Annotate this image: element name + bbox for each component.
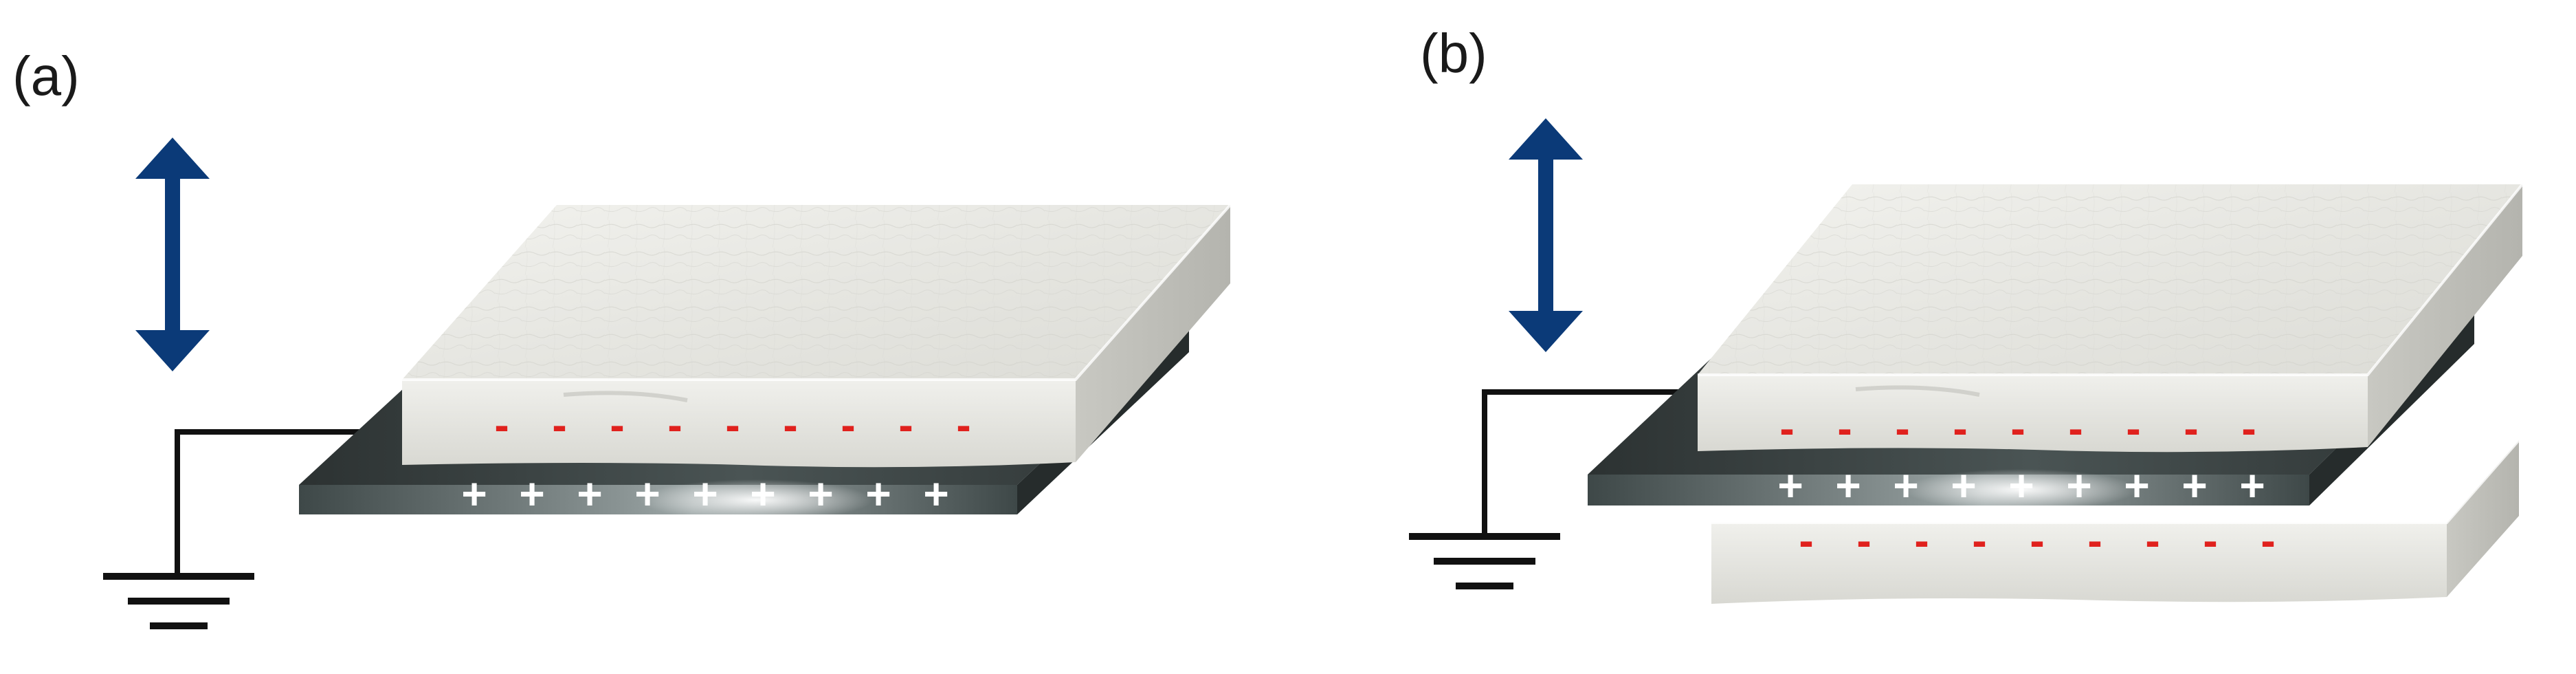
double-headed-vertical-arrow-icon	[1509, 118, 1583, 352]
negative-charge: -	[1953, 404, 1967, 453]
negative-charge: -	[2145, 516, 2159, 565]
negative-charge: -	[725, 400, 740, 450]
negative-charge: -	[2087, 516, 2102, 565]
negative-charge: -	[1895, 404, 1909, 453]
negative-charge: -	[2010, 404, 2025, 453]
negative-charge: -	[2030, 516, 2044, 565]
positive-charge: +	[461, 469, 487, 519]
negative-charge: -	[667, 400, 682, 450]
positive-charges-b: + + + + + + + + +	[1777, 461, 2265, 510]
negative-charges-a: ---------	[494, 400, 970, 450]
tribo-layer-top-a	[402, 204, 1232, 468]
negative-charge: -	[2184, 404, 2198, 453]
negative-charge: -	[841, 400, 855, 450]
negative-charge: -	[1914, 516, 1929, 565]
positive-charges-a: + + + + + + + + +	[461, 469, 948, 519]
negative-charge: -	[494, 400, 509, 450]
positive-charge: +	[1835, 461, 1861, 510]
positive-charge: +	[692, 469, 718, 519]
negative-charge: -	[783, 400, 797, 450]
ground-symbol-icon	[1409, 533, 1560, 589]
negative-charge: -	[956, 400, 970, 450]
positive-charge: +	[2008, 461, 2034, 510]
ground-wire	[1482, 389, 1684, 536]
negative-charge: -	[2126, 404, 2140, 453]
tribo-layer-top-b	[1698, 183, 2524, 453]
panel-label-b: (b)	[1420, 23, 1487, 84]
negative-charge: -	[898, 400, 913, 450]
negative-charge: -	[2203, 516, 2217, 565]
positive-charge: +	[2124, 461, 2149, 510]
negative-charges-top-b: ---------	[1779, 404, 2256, 453]
positive-charge: +	[750, 469, 775, 519]
positive-charge: +	[923, 469, 948, 519]
negative-charge: -	[1856, 516, 1871, 565]
positive-charge: +	[808, 469, 833, 519]
panel-a: (a) + + + + + + + + +	[12, 45, 1232, 629]
negative-charge: -	[1837, 404, 1852, 453]
positive-charge: +	[2239, 461, 2265, 510]
negative-charge: -	[1799, 516, 1813, 565]
positive-charge: +	[577, 469, 602, 519]
negative-charge: -	[1779, 404, 1794, 453]
tribo-layer-bottom-b	[1711, 439, 2520, 604]
positive-charge: +	[1777, 461, 1803, 510]
double-headed-vertical-arrow-icon	[135, 138, 210, 371]
panel-label-a: (a)	[12, 45, 80, 107]
positive-charge: +	[1951, 461, 1976, 510]
ground-wire	[175, 429, 364, 576]
positive-charge: +	[865, 469, 891, 519]
negative-charge: -	[2261, 516, 2275, 565]
positive-charge: +	[2066, 461, 2091, 510]
positive-charge: +	[1893, 461, 1918, 510]
negative-charge: -	[2068, 404, 2083, 453]
positive-charge: +	[519, 469, 544, 519]
positive-charge: +	[634, 469, 660, 519]
negative-charge: -	[1972, 516, 1986, 565]
negative-charge: -	[552, 400, 566, 450]
negative-charge: -	[2241, 404, 2256, 453]
positive-charge: +	[2181, 461, 2207, 510]
panel-b: (b) ---------	[1409, 23, 2524, 604]
ground-symbol-icon	[103, 573, 254, 629]
negative-charge: -	[610, 400, 624, 450]
negative-charges-bottom-b: ---------	[1799, 516, 2275, 565]
